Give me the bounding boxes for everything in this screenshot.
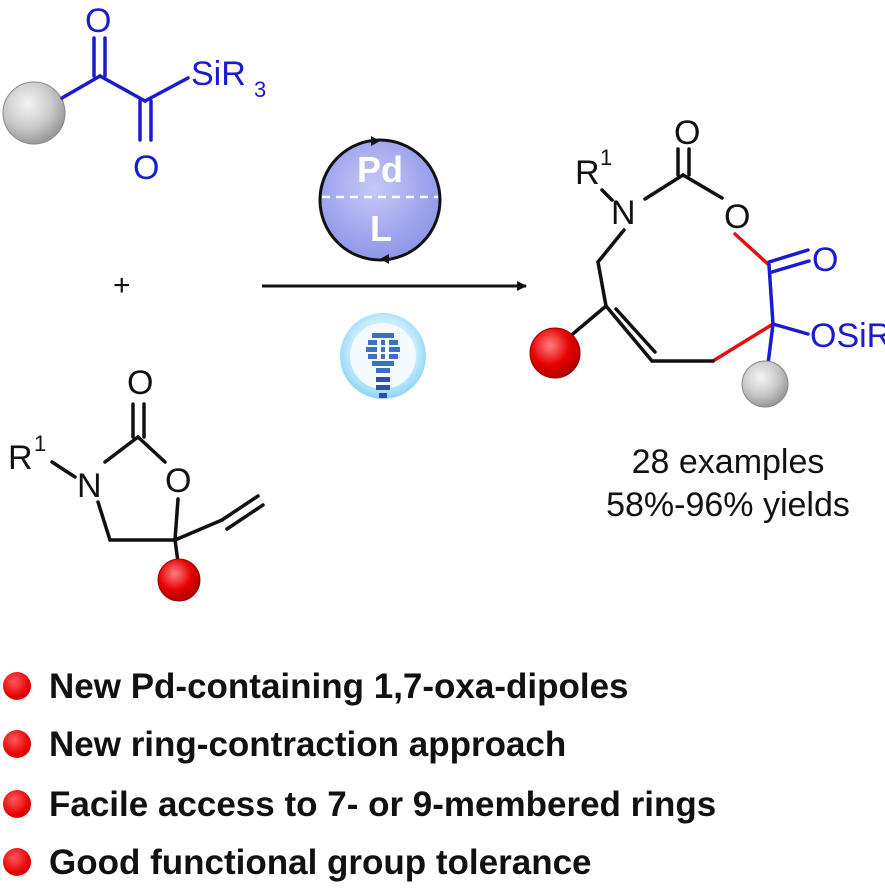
product-red-ball — [529, 327, 581, 379]
red-substituent-ball — [157, 558, 201, 602]
yield-range: 58%-96% yields — [606, 486, 850, 524]
highlight-text: Facile access to 7- or 9-membered rings — [49, 784, 717, 824]
carbonyl-oxygen: O — [127, 364, 153, 402]
red-bullet-icon — [3, 848, 31, 876]
product-nitrogen: N — [611, 194, 636, 232]
product-ring-oxygen: O — [724, 198, 750, 236]
product-ester-oxygen: O — [812, 241, 838, 279]
grey-substituent-ball — [2, 81, 66, 145]
bottom-carbonyl-oxygen: O — [133, 149, 159, 187]
product-carbonyl-oxygen: O — [674, 114, 700, 152]
catalyst-metal: Pd — [357, 149, 403, 190]
ring-nitrogen: N — [77, 467, 102, 505]
product-r1-label: R — [575, 154, 600, 192]
red-bullet-icon — [3, 672, 31, 700]
plus-sign: + — [113, 269, 131, 302]
r1-superscript: 1 — [34, 431, 46, 456]
examples-count: 28 examples — [632, 443, 825, 481]
product-grey-ball — [741, 360, 789, 408]
light-bulb-icon — [340, 313, 426, 399]
silyl-subscript: 3 — [254, 77, 266, 102]
r1-label: R — [8, 439, 33, 477]
acylsilane-reagent: O O SiR 3 — [2, 2, 266, 187]
red-bullet-icon — [3, 730, 31, 758]
ring-oxygen: O — [165, 462, 191, 500]
red-bullet-icon — [3, 790, 31, 818]
highlight-text: Good functional group tolerance — [49, 842, 592, 882]
oxazolidinone-reagent: R 1 N O O — [8, 364, 265, 602]
product-structure: R 1 N O O O OSiR — [529, 114, 885, 408]
catalyst-icon: Pd L — [318, 136, 442, 264]
product-r1-superscript: 1 — [600, 145, 612, 170]
highlight-text: New Pd-containing 1,7-oxa-dipoles — [49, 666, 629, 706]
catalyst-ligand: L — [370, 208, 392, 249]
top-carbonyl-oxygen: O — [85, 2, 111, 40]
highlight-text: New ring-contraction approach — [49, 724, 567, 764]
product-osilyl: OSiR — [810, 317, 885, 355]
silyl-label: SiR — [191, 55, 246, 93]
